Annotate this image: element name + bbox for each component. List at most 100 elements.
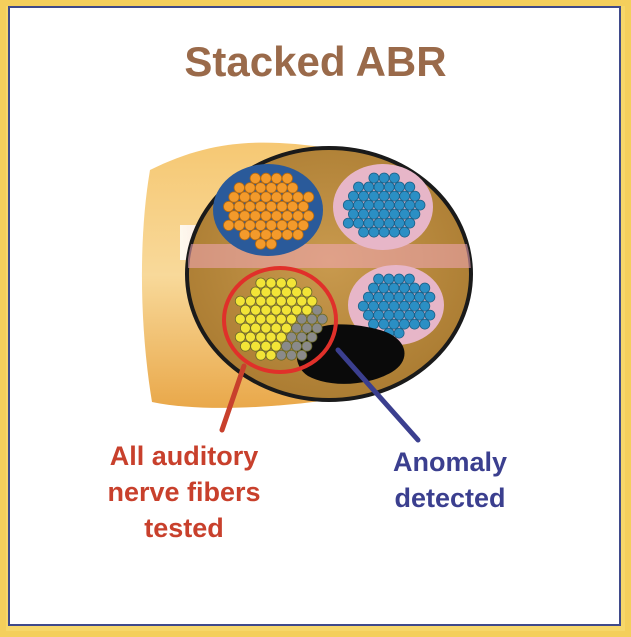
nerve-fiber: [224, 201, 234, 211]
nerve-fiber: [369, 283, 379, 293]
nerve-fiber: [389, 283, 399, 293]
nerve-fiber: [234, 183, 244, 193]
nerve-fiber: [281, 305, 291, 315]
nerve-fiber: [410, 191, 420, 201]
label-line-1: Anomaly: [355, 444, 545, 480]
nerve-fiber: [364, 182, 374, 192]
nerve-fiber: [384, 292, 394, 302]
nerve-fiber: [359, 227, 369, 237]
nerve-fiber: [395, 200, 405, 210]
nerve-fiber: [379, 191, 389, 201]
nerve-fiber: [410, 209, 420, 219]
nerve-fiber: [297, 314, 307, 324]
nerve-fiber: [271, 287, 281, 297]
nerve-fiber: [394, 274, 404, 284]
nerve-fiber: [251, 341, 261, 351]
nerve-fiber: [399, 283, 409, 293]
nerve-fiber: [298, 201, 308, 211]
nerve-fiber: [271, 341, 281, 351]
nerve-fiber: [415, 310, 425, 320]
nerve-fiber: [399, 319, 409, 329]
nerve-fiber: [425, 310, 435, 320]
nerve-fiber: [307, 296, 317, 306]
nerve-fiber: [354, 218, 364, 228]
nerve-fiber: [302, 341, 312, 351]
nerve-fiber: [292, 323, 302, 333]
nerve-fiber: [261, 192, 271, 202]
nerve-fiber: [415, 292, 425, 302]
nerve-fiber: [384, 274, 394, 284]
nerve-fiber: [363, 310, 373, 320]
nerve-fiber: [235, 314, 245, 324]
nerve-fiber: [374, 292, 384, 302]
nerve-fiber: [250, 211, 260, 221]
nerve-fiber: [292, 341, 302, 351]
nerve-fiber: [293, 211, 303, 221]
nerve-fiber: [287, 296, 297, 306]
nerve-fiber: [255, 239, 265, 249]
nerve-fiber: [256, 332, 266, 342]
nerve-fiber: [359, 209, 369, 219]
nerve-fiber: [394, 310, 404, 320]
nerve-fiber: [374, 310, 384, 320]
nerve-fiber: [245, 201, 255, 211]
nerve-fiber: [276, 296, 286, 306]
nerve-fiber: [261, 211, 271, 221]
nerve-fiber: [266, 350, 276, 360]
nerve-fiber: [293, 230, 303, 240]
nerve-fiber: [235, 332, 245, 342]
nerve-fiber: [420, 283, 430, 293]
nerve-fiber: [405, 218, 415, 228]
nerve-fiber: [245, 220, 255, 230]
nerve-fiber: [240, 211, 250, 221]
nerve-fiber: [395, 218, 405, 228]
nerve-fiber: [287, 278, 297, 288]
nerve-fiber: [399, 301, 409, 311]
nerve-fiber: [292, 287, 302, 297]
nerve-fiber: [246, 332, 256, 342]
nerve-fiber: [343, 218, 353, 228]
nerve-fiber: [384, 182, 394, 192]
nerve-fiber: [307, 332, 317, 342]
nerve-fiber: [266, 314, 276, 324]
nerve-fiber: [261, 230, 271, 240]
nerve-fiber: [271, 211, 281, 221]
nerve-fiber: [297, 350, 307, 360]
nerve-fiber: [251, 323, 261, 333]
nerve-fiber: [282, 192, 292, 202]
nerve-fiber: [400, 227, 410, 237]
nerve-fiber: [410, 301, 420, 311]
nerve-fiber: [389, 209, 399, 219]
nerve-fiber: [276, 332, 286, 342]
nerve-fiber: [282, 173, 292, 183]
nerve-fiber: [369, 173, 379, 183]
nerve-fiber: [250, 173, 260, 183]
nerve-fiber: [240, 192, 250, 202]
nerve-fiber: [389, 319, 399, 329]
nerve-fiber: [277, 220, 287, 230]
nerve-fiber: [404, 274, 414, 284]
nerve-fiber: [271, 230, 281, 240]
nerve-fiber: [312, 305, 322, 315]
nerve-fiber: [256, 296, 266, 306]
nerve-fiber: [287, 332, 297, 342]
nerve-fiber: [276, 314, 286, 324]
fiber-group-blue-top: [343, 173, 425, 237]
nerve-fiber: [297, 296, 307, 306]
nerve-fiber: [363, 292, 373, 302]
nerve-fiber: [374, 182, 384, 192]
nerve-fiber: [348, 191, 358, 201]
nerve-fiber: [271, 305, 281, 315]
nerve-fiber: [379, 301, 389, 311]
nerve-fiber: [287, 350, 297, 360]
nerve-fiber: [404, 310, 414, 320]
nerve-fiber: [384, 310, 394, 320]
label-line-2: nerve fibers: [74, 474, 294, 510]
nerve-fiber: [394, 292, 404, 302]
nerve-fiber: [287, 220, 297, 230]
nerve-fiber: [255, 183, 265, 193]
nerve-fiber: [255, 201, 265, 211]
nerve-fiber: [369, 227, 379, 237]
nerve-fiber: [271, 173, 281, 183]
nerve-fiber: [297, 332, 307, 342]
